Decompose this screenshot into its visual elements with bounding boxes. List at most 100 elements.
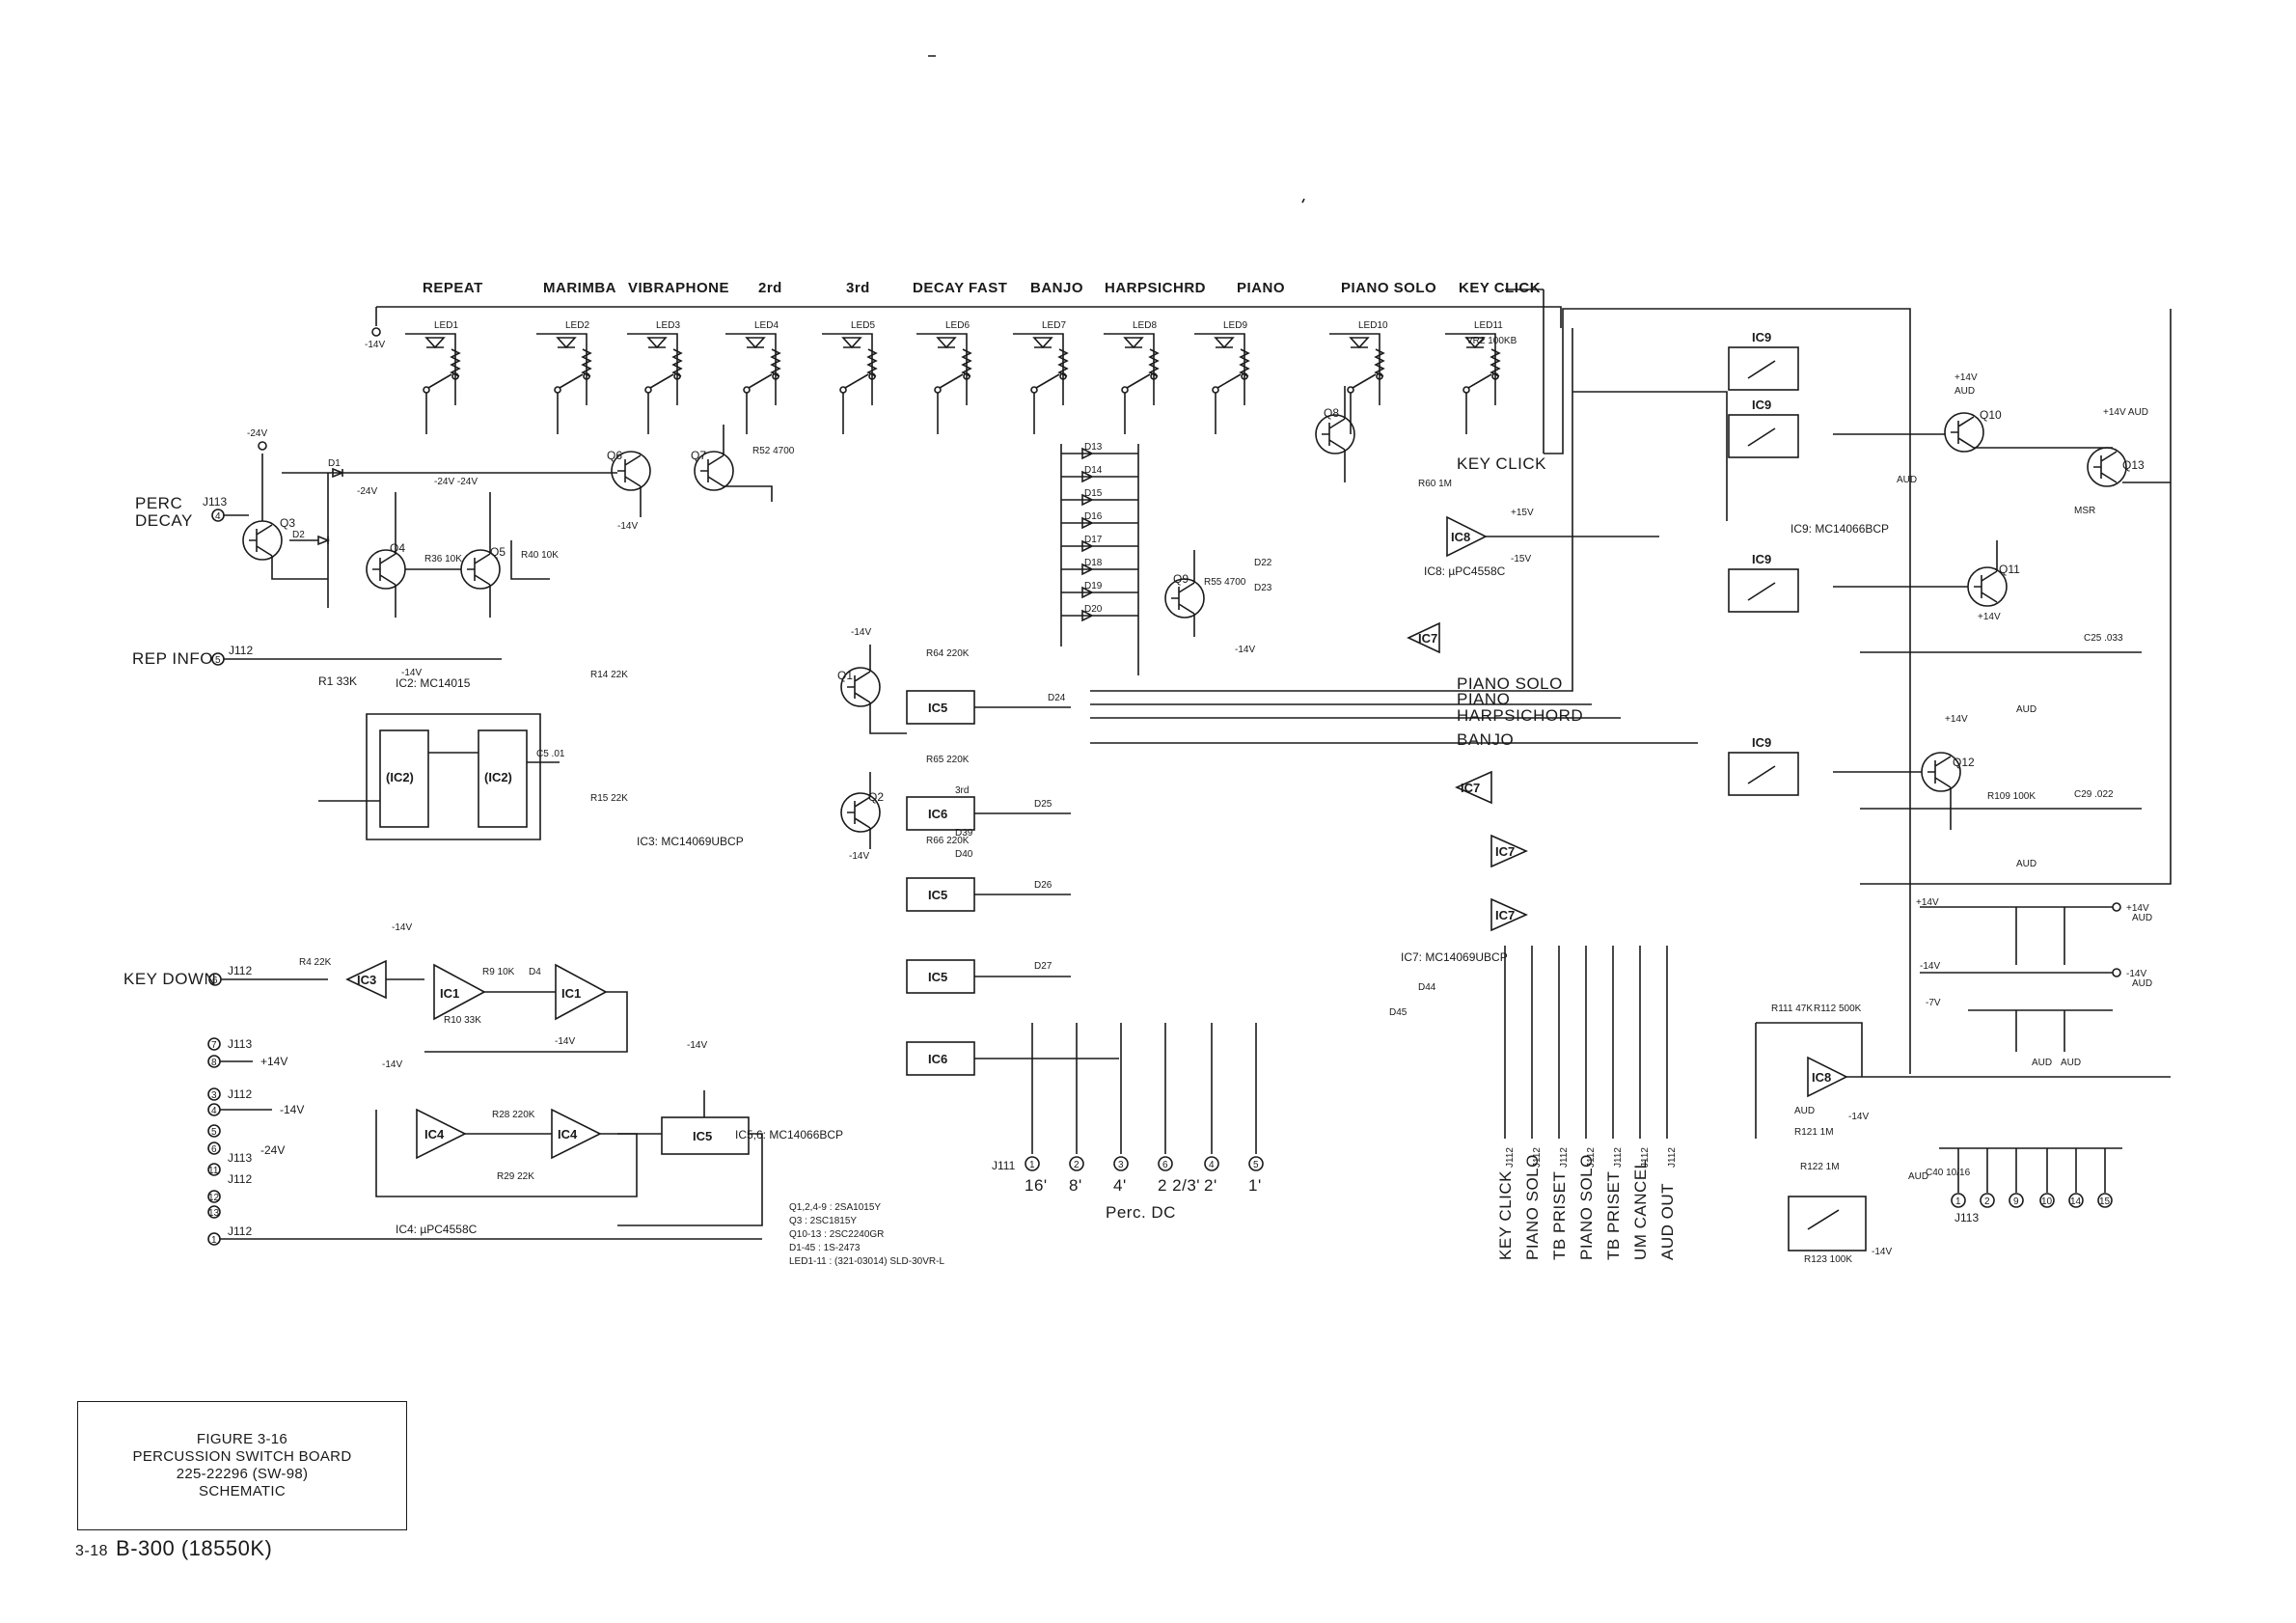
- svg-text:+14V: +14V: [1978, 612, 2001, 622]
- vertical-output-label: TB PRISET: [1550, 1171, 1569, 1260]
- svg-text:R112 500K: R112 500K: [1814, 1004, 1862, 1014]
- svg-text:(IC2): (IC2): [386, 770, 414, 784]
- perc-dc-pin-number: 1: [1029, 1160, 1035, 1170]
- svg-text:R121 1M: R121 1M: [1794, 1127, 1834, 1138]
- svg-text:IC6: IC6: [928, 807, 947, 821]
- svg-text:R29 22K: R29 22K: [497, 1171, 534, 1182]
- led-label: LED6: [945, 320, 970, 331]
- ic9-tag: IC9: [1752, 330, 1771, 344]
- svg-text:-14V: -14V: [365, 340, 385, 350]
- ic9-switch-lever: [1747, 427, 1776, 447]
- vertical-output-conn: J112: [1505, 1147, 1516, 1168]
- vertical-output-label: AUD OUT: [1658, 1183, 1677, 1260]
- voice-label-banjo: BANJO: [1030, 280, 1083, 296]
- voice-label-decay-fast: DECAY FAST: [913, 280, 1007, 296]
- svg-text:-24V -24V: -24V -24V: [434, 477, 478, 487]
- vertical-output-conn: J112: [1586, 1147, 1597, 1168]
- ic8-ic7-block: IC8 IC8: µPC4558C +15V -15V R60 1M VR2 1…: [1389, 336, 1659, 1018]
- perc-dc-pin: [1204, 1156, 1219, 1171]
- led-symbol: [745, 337, 766, 349]
- svg-text:J112: J112: [228, 964, 252, 977]
- perc-dc-pins: 116'28'34'62 2/3'42'51': [1025, 1023, 1264, 1195]
- svg-text:J112: J112: [229, 644, 253, 657]
- svg-text:IC7: IC7: [1461, 781, 1480, 795]
- bus-banjo: BANJO: [1457, 730, 1514, 749]
- rep-info-label: REP INFO: [132, 649, 213, 668]
- svg-text:IC4: IC4: [424, 1127, 445, 1142]
- svg-text:+14V: +14V: [1954, 372, 1978, 383]
- svg-text:AUD: AUD: [1908, 1171, 1928, 1182]
- svg-text:3: 3: [211, 1090, 217, 1101]
- svg-text:-14V: -14V: [280, 1103, 304, 1116]
- svg-text:Q4: Q4: [390, 541, 405, 555]
- perc-dc-footage: 4': [1113, 1176, 1127, 1195]
- switch-lever: [649, 373, 674, 389]
- svg-text:8: 8: [211, 1058, 217, 1068]
- switch-contact: [963, 372, 970, 380]
- svg-text:-14V: -14V: [849, 851, 869, 862]
- svg-text:AUD: AUD: [2132, 913, 2152, 923]
- svg-text:+14V: +14V: [2126, 903, 2149, 914]
- svg-text:-14V: -14V: [392, 922, 412, 933]
- switch-contact: [772, 372, 779, 380]
- switch-lever: [1216, 373, 1242, 389]
- vertical-output-conn: J112: [1667, 1147, 1678, 1168]
- svg-text:R4 22K: R4 22K: [299, 957, 332, 968]
- svg-text:-14V: -14V: [555, 1036, 575, 1047]
- top-rail: -14V: [365, 306, 1562, 350]
- svg-text:Q3: Q3: [280, 516, 295, 530]
- perc-dc-footage: 8': [1069, 1176, 1082, 1195]
- svg-text:D45: D45: [1389, 1007, 1408, 1018]
- svg-text:C40 10/16: C40 10/16: [1926, 1168, 1971, 1178]
- j113-pin: [2097, 1193, 2113, 1208]
- svg-text:-24V: -24V: [260, 1143, 285, 1157]
- svg-text:IC5: IC5: [928, 888, 947, 902]
- svg-text:-14V: -14V: [2126, 969, 2146, 979]
- switch-contact: [673, 372, 681, 380]
- ic5-bottom-block: IC5 -14V IC5,6: MC14066BCP: [617, 1040, 843, 1226]
- svg-text:5: 5: [211, 1127, 217, 1138]
- svg-text:D23: D23: [1254, 583, 1272, 593]
- ic3-label: IC3: MC14069UBCP: [637, 835, 744, 848]
- svg-text:-14V: -14V: [1872, 1247, 1892, 1257]
- svg-text:IC6: IC6: [928, 1052, 947, 1066]
- svg-text:Q2: Q2: [868, 790, 884, 804]
- svg-text:IC5: IC5: [693, 1129, 712, 1143]
- svg-text:D39: D39: [955, 828, 973, 839]
- led-symbol: [936, 337, 957, 349]
- led-label: LED11: [1474, 320, 1503, 331]
- svg-text:IC7: IC7: [1418, 631, 1437, 646]
- switch-lever: [427, 373, 452, 389]
- j113-pin-number: 14: [2070, 1197, 2082, 1207]
- switch-contact: [868, 372, 876, 380]
- bus-key-click: KEY CLICK: [1457, 454, 1546, 473]
- svg-text:Q5: Q5: [490, 545, 506, 559]
- voice-label-repeat: REPEAT: [423, 280, 483, 296]
- voice-label-marimba: MARIMBA: [543, 280, 616, 296]
- svg-text:IC8: IC8: [1812, 1070, 1831, 1085]
- svg-text:+14V AUD: +14V AUD: [2103, 407, 2148, 418]
- j113-connector: J113: [1939, 1147, 2122, 1224]
- figure-number: FIGURE 3-16: [196, 1431, 288, 1447]
- diode-label: D17: [1084, 535, 1103, 545]
- led-wire: [916, 333, 968, 405]
- svg-text:11: 11: [208, 1166, 219, 1176]
- svg-text:C29 .022: C29 .022: [2074, 789, 2114, 800]
- led-wire: [725, 333, 777, 405]
- ic2-label: IC2: MC14015: [396, 676, 471, 690]
- svg-text:R64 220K: R64 220K: [926, 648, 970, 659]
- switch-lever: [1126, 373, 1151, 389]
- svg-text:Q8: Q8: [1324, 406, 1339, 420]
- parts-list-line: D1-45 : 1S-2473: [789, 1243, 861, 1253]
- svg-text:R40 10K: R40 10K: [521, 550, 559, 561]
- svg-text:IC7: IC7: [1495, 844, 1515, 859]
- led-wire: [1013, 333, 1064, 405]
- svg-text:AUD: AUD: [2132, 978, 2152, 989]
- parts-list-line: Q3 : 2SC1815Y: [789, 1216, 857, 1226]
- led-label: LED7: [1042, 320, 1066, 331]
- perc-dc-caption: Perc. DC: [1106, 1203, 1176, 1222]
- svg-text:+14V: +14V: [1945, 714, 1968, 725]
